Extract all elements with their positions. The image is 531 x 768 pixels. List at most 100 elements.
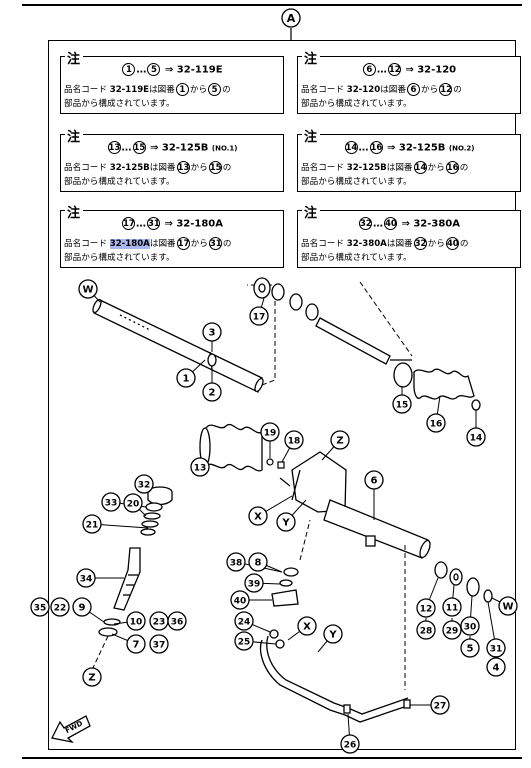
callout-label: W [502,602,513,613]
callout-label: 30 [464,623,477,633]
callout-17: 17 [249,297,269,326]
part-circle: 1 [122,63,136,76]
callout-21: 21 [82,514,149,534]
callout-14: 14 [466,410,486,447]
t1: 品名コード [64,239,107,249]
note-title: 注 [65,48,84,67]
callout-label: 21 [86,521,99,531]
callout-label: 10 [130,618,143,628]
seal-stack [434,561,493,603]
note-arrow: ⇒ [386,142,396,154]
callout-label: 20 [127,500,140,510]
tie-rod-17 [253,277,412,365]
callout-6: 6 [364,470,384,520]
t2: 32-120 [346,85,381,95]
callout-23: 23 [149,611,169,631]
part-circle: 40 [445,237,459,250]
t3: は図番 [386,163,413,173]
callout-W: W [491,596,518,616]
callout-label: 23 [153,618,166,628]
rack-tube-1 [92,298,264,393]
boot-13 [199,423,263,472]
t4: から [190,239,208,249]
note-line-2: 部品から構成されています。 [301,175,412,187]
callout-label: Y [328,630,337,641]
callout-36: 36 [167,611,187,631]
callout-4: 4 [486,656,506,677]
note-range: 13…15 ⇒ 32-125B (NO.1) [107,141,238,154]
t4: から [427,163,445,173]
callout-label: 40 [234,597,247,607]
callout-label: Z [336,436,343,447]
callout-label: 5 [467,644,474,655]
t3: は図番 [149,85,175,95]
t1: 品名コード [301,85,344,95]
part-circle: 6 [406,83,420,96]
note-suffix: (NO.2) [448,144,475,153]
callout-26: 26 [340,713,360,754]
t1: 品名コード [301,163,344,173]
t5: の [222,163,232,173]
note-line-2: 部品から構成されています。 [64,175,175,187]
callout-label: Y [281,518,290,529]
t3: は図番 [149,239,176,249]
note-title: 注 [302,48,321,67]
note-line-2: 部品から構成されています。 [64,97,175,109]
housing-6 [291,451,431,559]
callout-label: 3 [209,328,216,339]
callout-10: 10 [113,611,146,631]
note-title: 注 [302,202,321,221]
t1: 品名コード [301,239,344,249]
callout-label: 4 [493,663,500,674]
callout-label: 26 [344,741,357,751]
part-circle: 40 [383,217,397,230]
ref-a-circle [281,8,301,28]
t5: の [222,239,232,249]
callout-29: 29 [442,618,462,640]
callout-1: 1 [176,359,206,388]
callout-12: 12 [416,577,439,618]
note-arrow: ⇒ [164,64,174,76]
callout-11: 11 [442,584,462,617]
note-range: 6…12 ⇒ 32-120 [298,63,520,76]
callout-25: 25 [234,631,277,651]
t5: の [222,85,231,95]
t6: 部品から構成されています。 [301,253,412,263]
t2: 32-125B [346,163,387,173]
note-code: 32-125B [161,142,209,154]
t5: の [453,85,462,95]
callout-label: 1 [183,374,190,385]
callout-39: 39 [244,573,281,593]
pipe-lines [259,629,411,723]
callout-15: 15 [392,386,412,414]
callout-28: 28 [416,618,436,640]
note-arrow: ⇒ [401,218,410,230]
callout-label: 18 [288,437,301,447]
note-code: 32-120 [417,64,457,76]
t4: から [190,163,208,173]
callout-22: 22 [50,597,70,617]
callout-label: 33 [105,499,118,509]
callout-label: 7 [133,640,140,651]
callout-40: 40 [230,590,272,610]
callout-32: 32 [134,474,154,494]
callout-label: W [82,285,93,296]
callout-label: 8 [255,558,262,569]
note-line-2: 部品から構成されています。 [64,251,175,263]
callout-27: 27 [410,695,450,715]
callout-label: 15 [396,401,409,411]
note-title: 注 [65,202,84,221]
t4: から [427,239,445,249]
callout-label: 17 [253,313,266,323]
callout-X: X [248,495,293,526]
note-code: 32-380A [413,218,461,230]
part-circle: 14 [344,141,358,154]
callout-37: 37 [149,634,169,654]
callout-16: 16 [426,395,446,433]
callout-label: 29 [446,627,459,637]
